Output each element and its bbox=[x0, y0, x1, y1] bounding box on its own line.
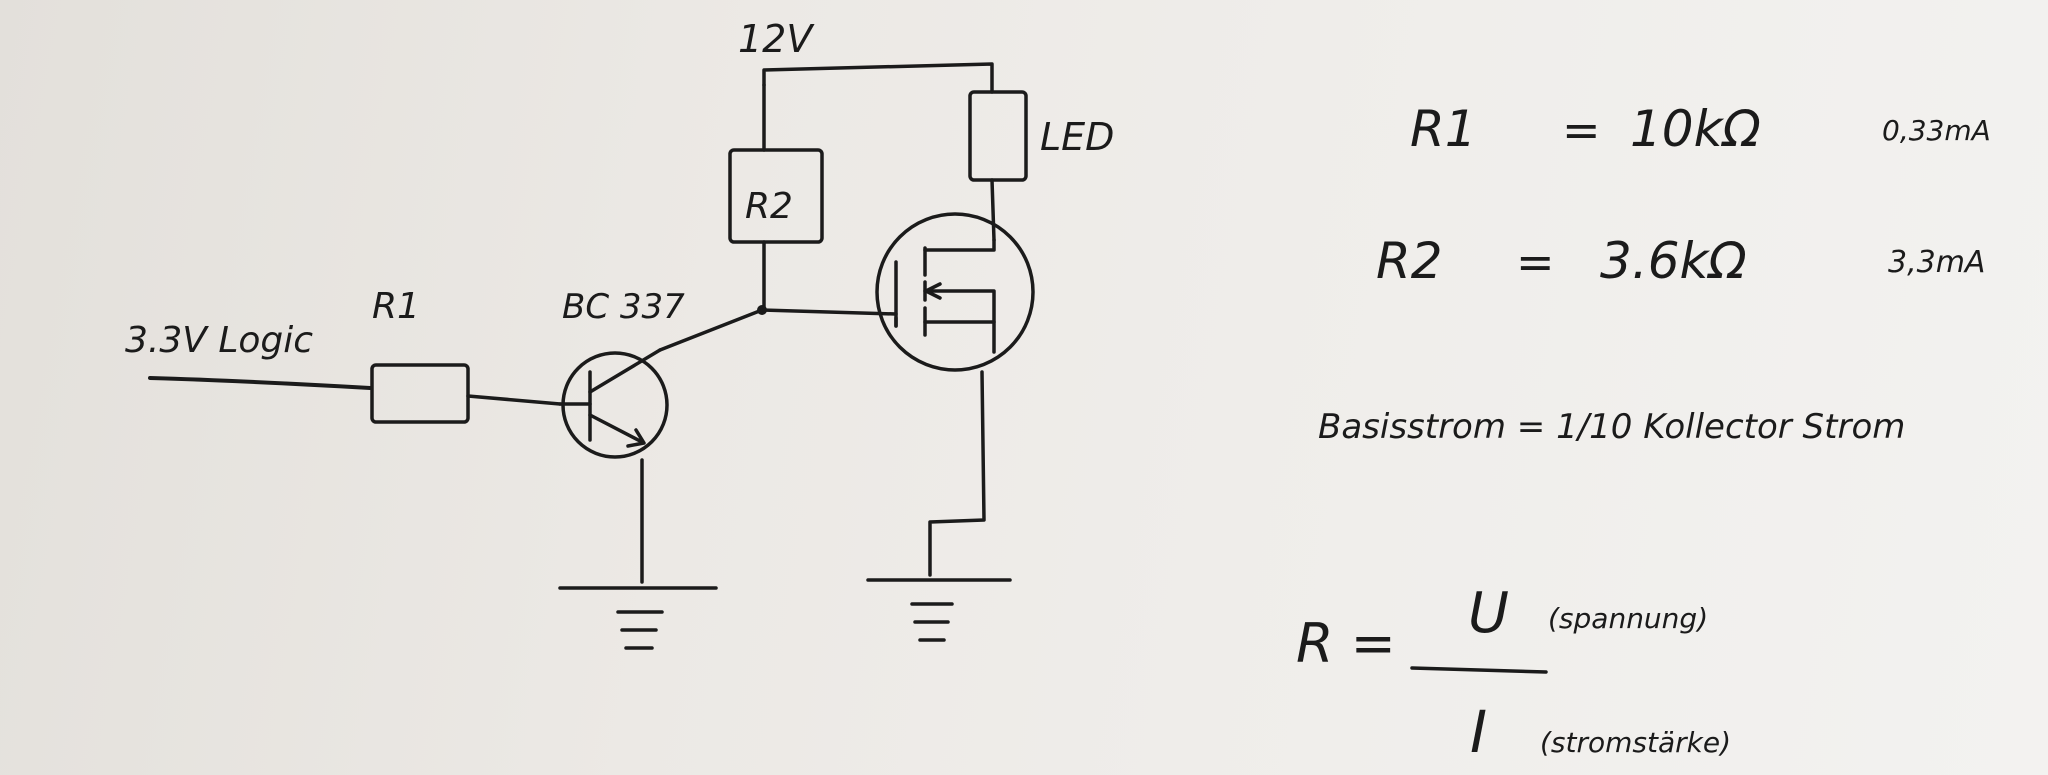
ground-symbol-right bbox=[866, 578, 1012, 642]
led-component bbox=[968, 90, 1028, 242]
source-to-ground-wire bbox=[928, 370, 986, 577]
mosfet bbox=[875, 212, 1035, 372]
formula-denominator-note: (stromstärke) bbox=[1540, 726, 1731, 759]
note-formula: R = U (spannung) I (stromstärke) bbox=[1296, 581, 1731, 766]
led-label: LED bbox=[1040, 115, 1114, 159]
collector-wire bbox=[658, 308, 764, 352]
input-label: 3.3V Logic bbox=[125, 320, 313, 361]
note-r2-eq: = bbox=[1516, 235, 1555, 289]
r2-resistor bbox=[728, 83, 824, 312]
formula-numerator: U bbox=[1468, 581, 1509, 646]
formula-lhs: R = bbox=[1296, 612, 1396, 675]
ground-symbol-left bbox=[558, 586, 718, 650]
r1-to-base-wire bbox=[466, 394, 562, 406]
transistor-label: BC 337 bbox=[562, 287, 685, 327]
formula-numerator-note: (spannung) bbox=[1548, 602, 1708, 635]
note-r1-value: 10kΩ bbox=[1630, 100, 1761, 158]
npn-transistor bbox=[558, 348, 669, 459]
r1-resistor bbox=[370, 363, 470, 424]
r2-label: R2 bbox=[745, 186, 793, 227]
r1-label: R1 bbox=[372, 286, 420, 327]
formula-fraction-line bbox=[1410, 666, 1548, 674]
note-r2-value: 3.6kΩ bbox=[1600, 232, 1747, 290]
note-r2-current: 3,3mA bbox=[1888, 245, 1985, 280]
note-r2-name: R2 bbox=[1376, 232, 1443, 290]
note-r1: R1 = 10kΩ 0,33mA bbox=[1410, 100, 1991, 158]
input-line bbox=[148, 376, 372, 390]
note-r1-eq: = bbox=[1562, 103, 1601, 157]
note-r1-current: 0,33mA bbox=[1882, 114, 1991, 147]
note-r1-name: R1 bbox=[1410, 100, 1477, 158]
supply-label: 12V bbox=[738, 17, 815, 61]
note-r2: R2 = 3.6kΩ 3,3mA bbox=[1376, 232, 1985, 290]
formula-denominator: I bbox=[1470, 698, 1487, 766]
note-base-current: Basisstrom = 1/10 Kollector Strom bbox=[1318, 407, 1905, 447]
supply-rail bbox=[762, 62, 994, 94]
gate-wire bbox=[760, 308, 898, 316]
